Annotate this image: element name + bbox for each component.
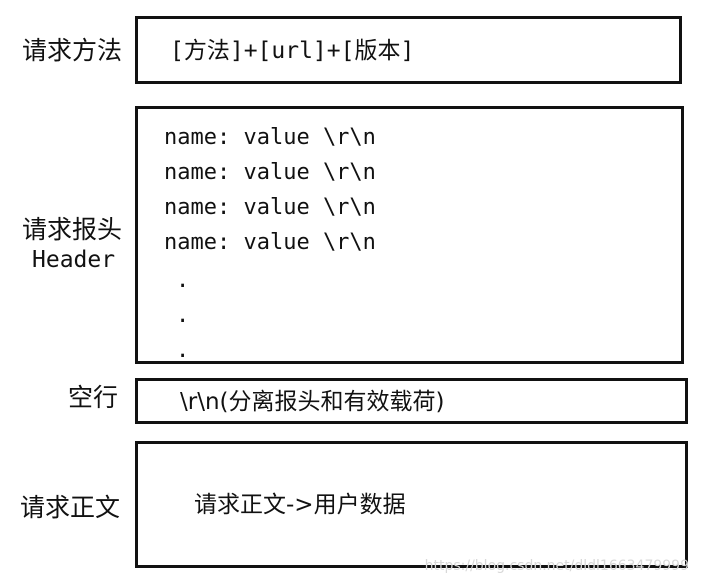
blank-line-text: \r\n(分离报头和有效载荷): [180, 389, 445, 415]
ellipsis-dot: .: [176, 303, 190, 328]
ellipsis-dot: .: [176, 268, 190, 293]
header-field-line: name: value \r\n: [164, 160, 376, 185]
request-method-label: 请求方法: [22, 36, 123, 65]
request-body-label: 请求正文: [20, 493, 121, 522]
request-line-text: [方法]+[url]+[版本]: [170, 38, 415, 64]
request-body-text: 请求正文->用户数据: [194, 492, 406, 518]
blank-line-box: \r\n(分离报头和有效载荷): [135, 378, 688, 424]
ellipsis-dot: .: [176, 338, 190, 363]
request-header-label-en: Header: [32, 247, 116, 273]
request-body-box: 请求正文->用户数据: [135, 441, 688, 568]
request-line-box: [方法]+[url]+[版本]: [135, 16, 682, 84]
header-field-line: name: value \r\n: [164, 195, 376, 220]
header-field-line: name: value \r\n: [164, 230, 376, 255]
request-header-box: name: value \r\n name: value \r\n name: …: [135, 106, 684, 364]
watermark-text: https://blog.csdn.net/dldl1663479999: [424, 558, 689, 574]
blank-line-label: 空行: [68, 383, 119, 412]
header-field-line: name: value \r\n: [164, 125, 376, 150]
request-header-label: 请求报头: [22, 215, 123, 244]
